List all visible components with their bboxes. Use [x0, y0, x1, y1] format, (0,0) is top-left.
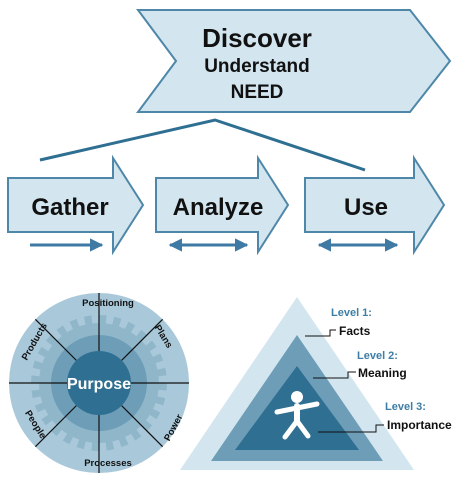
- person-figure-icon: [274, 391, 320, 440]
- level-3-label: Level 3:: [385, 401, 426, 413]
- step-use: Use: [304, 154, 446, 256]
- level-2-leader: [313, 371, 356, 379]
- wheel-center-label: Purpose: [67, 376, 131, 393]
- level-pyramid: Level 1: Facts Level 2: Meaning Level 3:…: [180, 297, 452, 470]
- wheel-spoke: [121, 318, 164, 361]
- tree-connector-lines: [39, 118, 366, 172]
- level-3-name: Importance: [387, 418, 452, 432]
- level-3-leader: [318, 424, 384, 433]
- level-2-label: Level 2:: [357, 350, 398, 362]
- wheel-spoke: [34, 405, 77, 448]
- level-1-label: Level 1:: [331, 307, 372, 319]
- level-1-name: Facts: [339, 324, 371, 338]
- discover-understand: Understand: [204, 56, 310, 77]
- wheel-spokes: [9, 293, 189, 473]
- discover-need: NEED: [231, 82, 284, 103]
- step-use-label: Use: [344, 194, 388, 221]
- level-2-name: Meaning: [358, 366, 407, 380]
- step-analyze: Analyze: [155, 154, 290, 256]
- wheel-spoke: [34, 318, 77, 361]
- level-1-leader: [305, 329, 336, 337]
- discover-title: Discover: [202, 23, 312, 53]
- step-gather-label: Gather: [31, 194, 108, 221]
- purpose-wheel: Purpose Positioning Plans Power Processe…: [9, 293, 189, 473]
- wheel-segment-processes: Processes: [84, 458, 132, 469]
- wheel-spoke: [121, 405, 164, 448]
- step-analyze-label: Analyze: [173, 194, 264, 221]
- step-gather: Gather: [7, 154, 145, 256]
- discover-chevron: Discover Understand NEED: [136, 9, 452, 113]
- wheel-segment-positioning: Positioning: [82, 298, 134, 309]
